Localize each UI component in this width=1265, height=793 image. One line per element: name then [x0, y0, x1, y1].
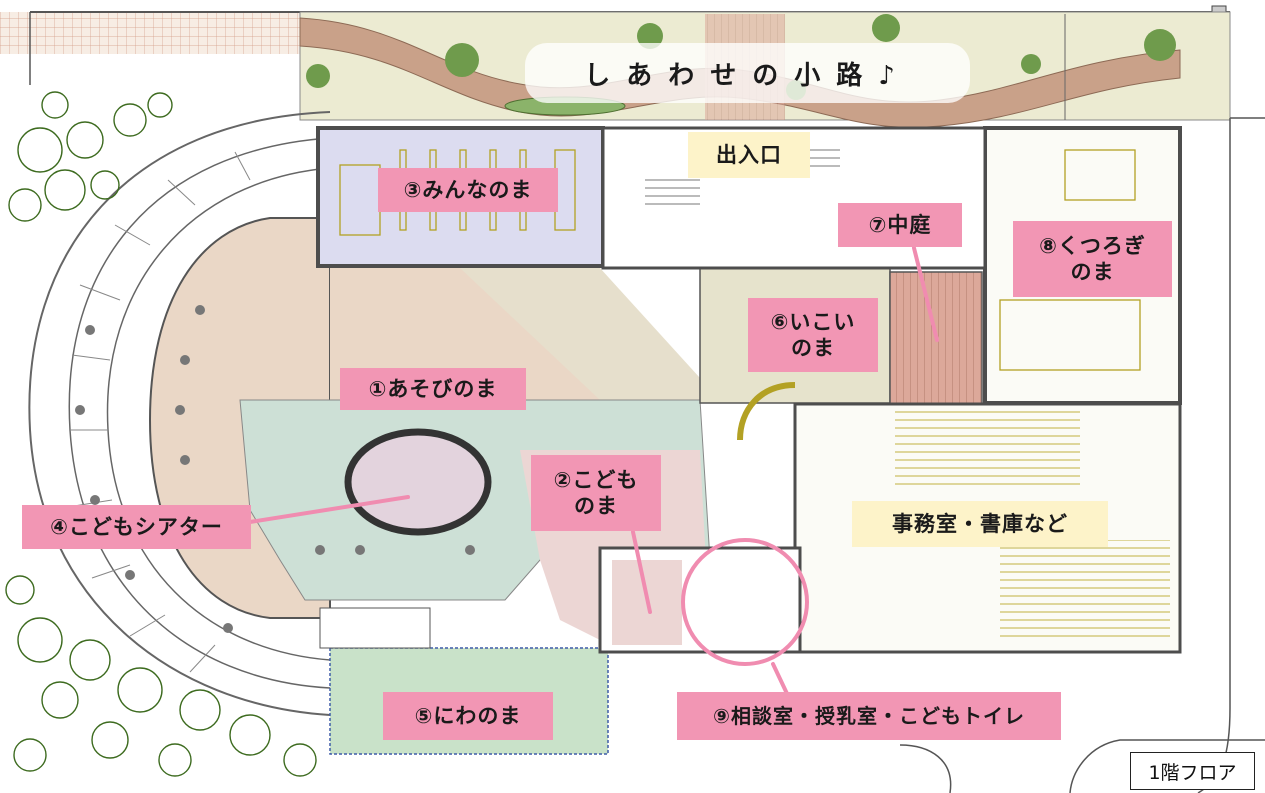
bush-cluster-top-left — [8, 91, 173, 222]
office-label[interactable]: 事務室・書庫など — [852, 501, 1108, 547]
stacks-area — [895, 410, 1080, 490]
zone-label-kodomo[interactable]: ②こども のま — [531, 455, 661, 531]
tree-icon — [1021, 54, 1041, 74]
zone-label-minna[interactable]: ③みんなのま — [378, 168, 558, 212]
terrace-spokes — [70, 151, 251, 673]
zone-label-kutsurogi-line2: のま — [1070, 260, 1115, 284]
bush-cluster-bottom-left — [5, 575, 317, 777]
entrance-label[interactable]: 出入口 — [688, 132, 810, 178]
zone-label-soudan[interactable]: ⑨相談室・授乳室・こどもトイレ — [677, 692, 1061, 740]
tree-icon — [445, 43, 479, 77]
floor-label: 1階フロア — [1130, 752, 1255, 790]
zone-label-kodomo-line2: のま — [574, 494, 618, 518]
ikoi-bench — [737, 382, 796, 441]
asobi-floor-wedge — [460, 268, 720, 400]
kutsurogi-tables — [999, 149, 1141, 371]
tree-icon — [306, 64, 330, 88]
zone-label-theater[interactable]: ④こどもシアター — [22, 505, 251, 549]
zone-label-ikoi[interactable]: ⑥いこい のま — [748, 298, 878, 372]
tree-icon — [1144, 29, 1176, 61]
zone-label-kutsurogi[interactable]: ⑧くつろぎ のま — [1013, 221, 1172, 297]
street-right — [1197, 117, 1265, 793]
outer-tile-top-left — [0, 12, 300, 54]
tree-icon — [637, 23, 663, 49]
zone-label-ikoi-line1: ⑥いこい — [770, 309, 856, 334]
zone-label-asobi[interactable]: ①あそびのま — [340, 368, 526, 410]
street-bottom — [1069, 739, 1265, 793]
columns — [75, 305, 475, 633]
zone-label-ikoi-line2: のま — [791, 336, 835, 360]
path-title: しあわせの小路♪ — [525, 43, 970, 103]
terrace-arc-outer — [28, 111, 331, 716]
zone-label-kodomo-line1: ②こども — [553, 467, 639, 492]
terrace-arc-mid — [68, 137, 331, 689]
zone-label-nakaniwa[interactable]: ⑦中庭 — [838, 203, 962, 247]
stacks-area-2 — [1000, 540, 1170, 640]
zone-label-kutsurogi-line1: ⑧くつろぎ — [1039, 233, 1146, 258]
stairs — [645, 149, 840, 205]
tree-icon — [872, 14, 900, 42]
street-bottom-mid — [899, 744, 952, 793]
niwa-planters — [319, 607, 431, 649]
zone-label-niwa[interactable]: ⑤にわのま — [383, 692, 553, 740]
soudan-highlight-ring — [681, 538, 809, 666]
theater-stage — [344, 428, 492, 536]
